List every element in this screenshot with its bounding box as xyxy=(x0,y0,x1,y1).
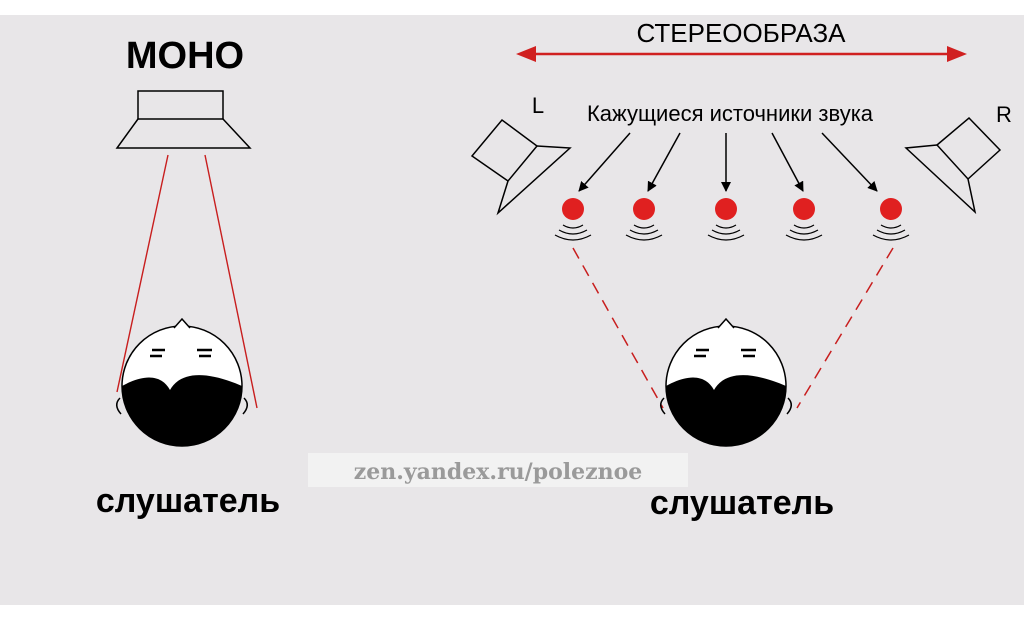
phantom-source-arrows xyxy=(578,132,878,192)
phantom-source-2 xyxy=(625,198,663,241)
watermark-background xyxy=(308,453,688,487)
right-speaker-icon xyxy=(904,116,1002,215)
phantom-sources-label: Кажущиеся источники звука xyxy=(587,101,874,126)
stereo-title: СТЕРЕООБРАЗА xyxy=(636,18,846,48)
right-speaker-label: R xyxy=(996,102,1012,127)
left-speaker-label: L xyxy=(532,93,544,118)
mono-speaker-icon xyxy=(115,90,252,149)
listener-head-left xyxy=(116,317,248,447)
mono-sound-lines xyxy=(116,154,258,409)
phantom-source-5 xyxy=(872,198,910,241)
listener-head-right xyxy=(660,317,792,447)
background-panel xyxy=(0,15,1024,605)
mono-title: МОНО xyxy=(126,35,244,77)
phantom-source-3 xyxy=(707,198,745,241)
left-speaker-icon xyxy=(470,118,572,216)
phantom-source-1 xyxy=(554,198,592,241)
listener-label-right: слушатель xyxy=(650,484,834,522)
phantom-source-4 xyxy=(785,198,823,241)
watermark: zen.yandex.ru/poleznoe xyxy=(354,459,643,485)
listener-label-left: слушатель xyxy=(96,482,280,520)
stereo-sound-lines xyxy=(572,247,894,409)
stereo-width-arrow xyxy=(516,46,967,62)
